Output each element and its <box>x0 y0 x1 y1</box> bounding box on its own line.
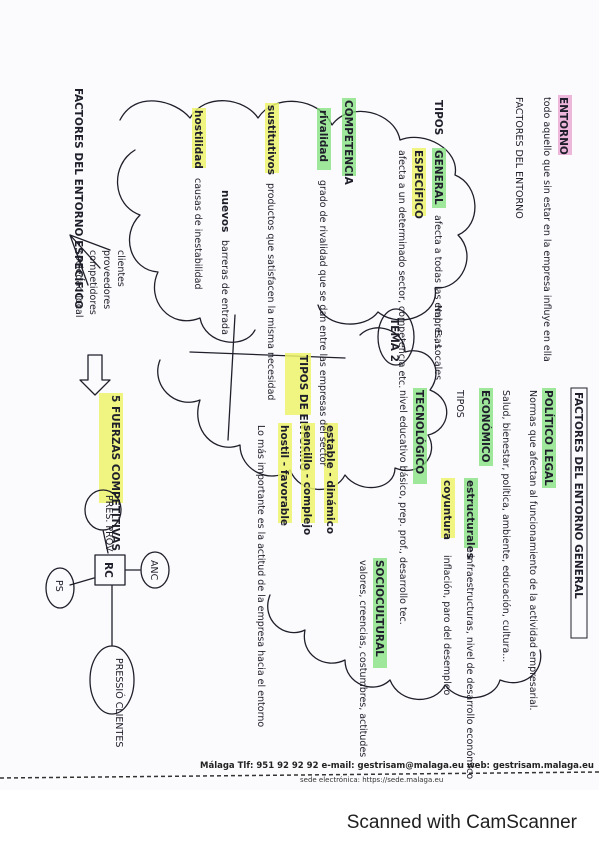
tipos-general-note: Nal., E., Locales <box>432 305 443 380</box>
nuevos-desc: barreras de entrada <box>219 240 230 335</box>
general-highlight <box>432 148 446 208</box>
economico-tipos: TIPOS <box>454 389 465 418</box>
entorno-block: ENTORNO todo aquello que sin estar en la… <box>513 95 572 362</box>
scanner-watermark: Scanned with CamScanner <box>346 812 577 833</box>
politico-highlight <box>542 388 556 488</box>
divider-line-vertical <box>227 314 236 441</box>
specific-sociedad: sociedad local <box>73 250 84 318</box>
socioeconomico-desc: Salud, bienestar, política, ambiente, ed… <box>500 390 511 662</box>
fuerzas-label: 5 FUERZAS COMPETITIVAS <box>109 395 121 551</box>
cloud-right-bottom <box>267 594 542 701</box>
nuevos-block: nuevos barreras de entrada <box>219 190 231 335</box>
entorno-highlight <box>558 95 572 155</box>
ecological-item1: estable - dinámico <box>324 425 336 534</box>
hostilidad-block: hostilidad causas de inestabilidad <box>192 108 206 290</box>
ecological-desc: Lo más importante es la actitud de la em… <box>255 425 266 727</box>
fuerzas-highlight <box>99 393 123 503</box>
specific-proveedores: proveedores <box>101 250 112 309</box>
fuerzas-block: 5 FUERZAS COMPETITIVAS <box>99 393 123 551</box>
competencia-block: COMPETENCIA <box>342 98 356 186</box>
tecnologico-highlight <box>413 388 427 484</box>
tipos-general-desc: afecta a todas las empresas <box>432 215 443 349</box>
coyuntura: coyuntura <box>441 480 453 540</box>
sustitutivos-highlight <box>265 103 279 173</box>
economico: ECONÓMICO <box>479 390 492 463</box>
porter-center-box <box>94 554 126 586</box>
ecological-item2: sencillo - complejo <box>301 425 313 535</box>
estructurales-desc: infraestructuras, nivel de desarrollo ec… <box>464 555 475 779</box>
footer-line2: sede electrónica: https://sede.malaga.eu <box>300 776 443 784</box>
entorno-heading: ENTORNO <box>557 97 569 155</box>
item1-highlight <box>324 423 338 523</box>
tecnologico-desc: nivel educativo básico, prep. prof., des… <box>397 390 408 625</box>
estructurales: estructurales <box>464 480 476 559</box>
cloud-top <box>119 100 476 325</box>
specific-competidores: competidores <box>87 250 98 315</box>
footer-dashed-line <box>0 771 599 779</box>
tipos-especifico-desc: afecta a un determinado sector, competen… <box>396 150 407 388</box>
tema-oval <box>377 308 415 366</box>
sociocultural: SOCIOCULTURAL <box>373 560 385 657</box>
general-title-box <box>570 387 588 639</box>
tipos-especifico: ESPECÍFICO <box>412 150 425 219</box>
tipos-block: TIPOS GENERAL afecta a todas las empresa… <box>396 100 446 388</box>
hostilidad-desc: causas de inestabilidad <box>192 178 203 290</box>
coyuntura-highlight <box>441 478 455 538</box>
cloud-bottom <box>157 327 448 491</box>
porter-top-oval <box>140 551 170 589</box>
porter-left: PRES. PROV <box>103 495 114 552</box>
estructurales-highlight <box>464 478 478 548</box>
ecological-block: TIPOS DE ENTORNO estable - dinámico senc… <box>255 353 338 727</box>
porter-top: ANC <box>148 560 159 581</box>
entorno-arrow-label: FACTORES DEL ENTORNO <box>513 97 524 219</box>
general-title-block: FACTORES DEL ENTORNO GENERAL <box>570 387 588 639</box>
hostilidad-highlight <box>192 108 206 168</box>
general-title: FACTORES DEL ENTORNO GENERAL <box>572 392 584 599</box>
politico-legal: POLÍTICO LEGAL <box>542 390 555 486</box>
porter-right: PRESSIÓ CLIENTES <box>113 658 125 747</box>
especifico-highlight <box>412 148 426 216</box>
porter-center: RC <box>102 562 114 578</box>
porter-arrows <box>69 529 141 647</box>
tema-label: TEMA 2 <box>388 318 400 362</box>
sustitutivos: sustitutivos <box>265 105 277 175</box>
rivalidad-block: rivalidad grado de rivalidad que se dan … <box>317 108 331 466</box>
item3-highlight <box>278 423 292 523</box>
general-factors: POLÍTICO LEGAL Normas que afectan al fun… <box>357 388 556 779</box>
cloud-left <box>116 149 256 343</box>
porter-bottom: PS <box>53 580 64 592</box>
sociocultural-highlight <box>373 558 387 668</box>
coyuntura-desc: inflación, paro del desempleo <box>441 555 452 696</box>
tipos-general: GENERAL <box>432 150 444 205</box>
tipos-heading: TIPOS <box>432 100 444 135</box>
specific-items: clientes proveedores competidores socied… <box>73 250 126 318</box>
ecological-highlight <box>285 353 311 415</box>
sustitutivos-block: sustitutivos productos que satisfacen la… <box>265 103 279 400</box>
entorno-definition: todo aquello que sin estar en la empresa… <box>541 97 552 362</box>
tecnologico: TECNOLÓGICO <box>413 390 426 474</box>
rivalidad-desc: grado de rivalidad que se dan entre las … <box>317 180 328 466</box>
porter-bottom-oval <box>45 567 75 609</box>
politico-legal-desc: Normas que afectan al funcionamiento de … <box>527 390 538 711</box>
specific-arrows <box>69 234 111 286</box>
competencia: COMPETENCIA <box>342 100 354 186</box>
specific-block: FACTORES DEL ENTORNO ESPECÍFICO <box>72 88 85 309</box>
footer-line1: Málaga Tlf: 951 92 92 92 e-mail: gestris… <box>200 761 594 771</box>
divider-line <box>189 351 346 359</box>
ecological-item3: hostil - favorable <box>278 425 290 526</box>
rivalidad-highlight <box>317 108 331 170</box>
competencia-highlight <box>342 98 356 176</box>
sociocultural-desc: valores, creencias, costumbres, actitude… <box>357 560 368 757</box>
sustitutivos-desc: productos que satisfacen la misma necesi… <box>265 183 276 400</box>
nuevos: nuevos <box>219 190 231 232</box>
specific-clientes: clientes <box>115 250 126 287</box>
hostilidad: hostilidad <box>192 110 204 169</box>
rivalidad: rivalidad <box>317 110 329 162</box>
item2-highlight <box>301 423 315 523</box>
fuerzas-arrow <box>79 354 111 396</box>
specific-heading: FACTORES DEL ENTORNO ESPECÍFICO <box>72 88 85 309</box>
economico-highlight <box>479 388 493 466</box>
